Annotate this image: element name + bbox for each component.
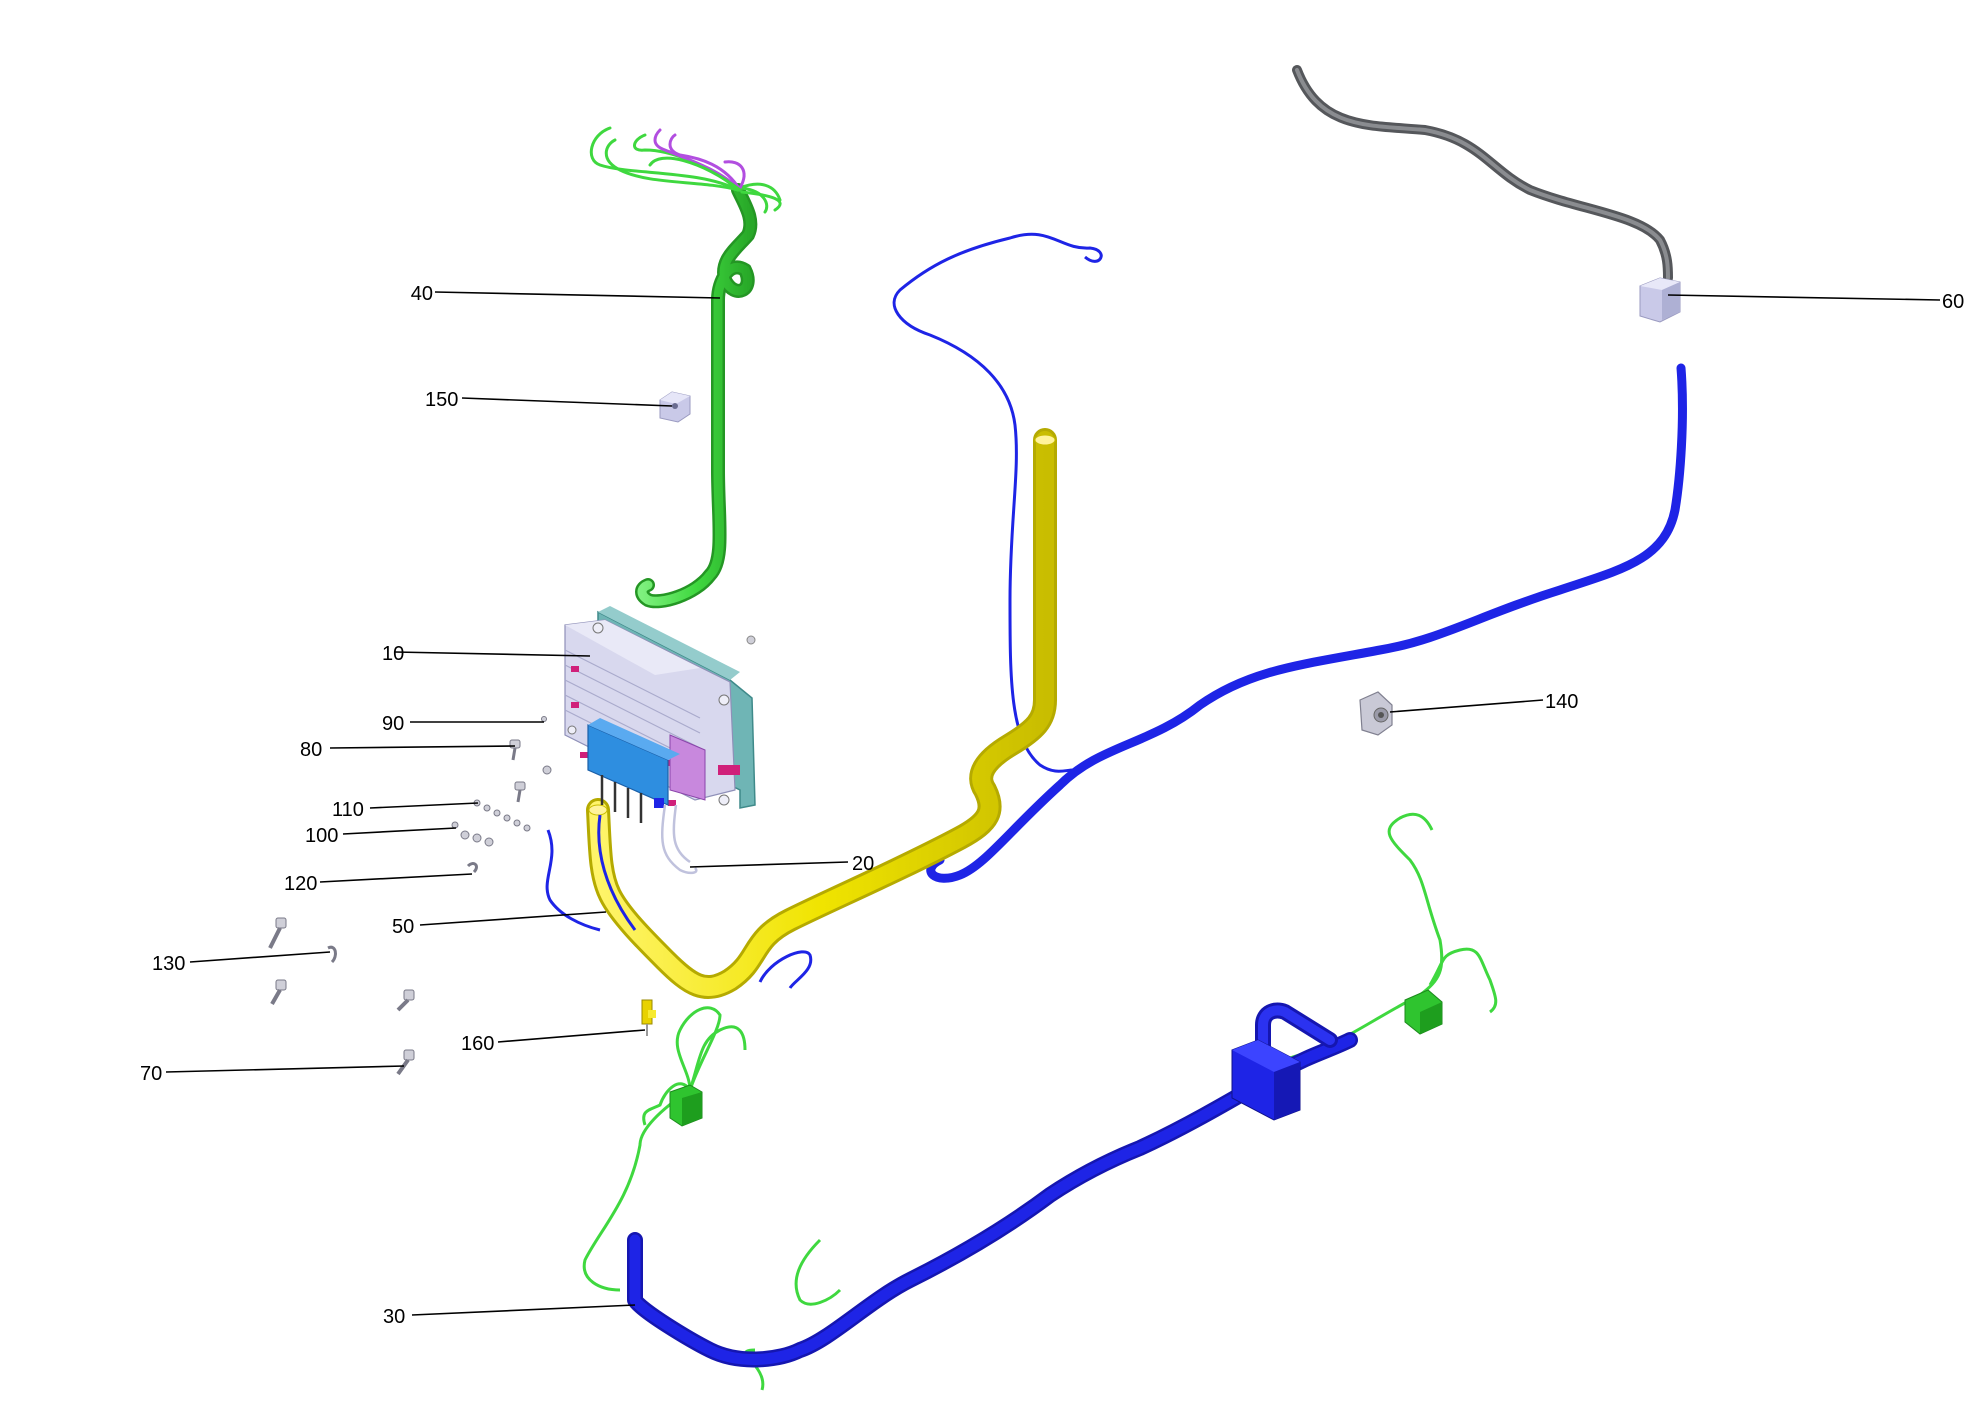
bolt-130-bottom (270, 979, 287, 1005)
callout-90: 90 (382, 713, 404, 735)
callout-20: 20 (852, 853, 874, 875)
callout-100: 100 (305, 825, 338, 847)
bolt-130-top (268, 917, 287, 949)
clip-120 (466, 862, 478, 874)
callout-60: 60 (1942, 291, 1964, 313)
sensor-160 (641, 999, 656, 1036)
nuts-100 (451, 821, 494, 847)
callout-30: 30 (383, 1306, 405, 1328)
control-module-10 (564, 606, 756, 823)
callout-40: 40 (411, 283, 433, 305)
blue-harness-right (926, 363, 1687, 883)
callout-10: 10 (382, 643, 404, 665)
blue-harness-30 (627, 989, 1443, 1368)
callout-50: 50 (392, 916, 414, 938)
connector-150 (659, 391, 691, 423)
fasteners (268, 716, 552, 1076)
callout-140: 140 (1545, 691, 1578, 713)
green-harness-40 (589, 126, 782, 609)
screw-80 (509, 739, 521, 761)
callout-110: 110 (332, 799, 364, 821)
connector-60 (1639, 277, 1681, 323)
gray-cable-assembly (1292, 65, 1681, 323)
callout-150: 150 (425, 389, 458, 411)
leader-lines (165, 291, 1941, 1316)
callout-70: 70 (140, 1063, 162, 1085)
callout-120: 120 (284, 873, 317, 895)
callout-130: 130 (152, 953, 185, 975)
green-connector-right (1404, 989, 1443, 1035)
wire-20 (660, 804, 698, 875)
clip-130 (327, 945, 337, 964)
bolt-70 (396, 1049, 415, 1076)
callout-labels: 10 20 30 40 50 60 70 80 90 100 110 120 1… (140, 283, 1964, 1328)
callout-160: 160 (461, 1033, 494, 1055)
green-connector-left (669, 1084, 703, 1127)
clip-140 (1359, 691, 1393, 736)
screw-80b (514, 781, 526, 803)
blue-thin-wire-upper (892, 232, 1103, 773)
yellow-harness-50 (545, 428, 1057, 999)
bolt-130-right (396, 989, 415, 1012)
callout-80: 80 (300, 739, 322, 761)
washers-110 (473, 799, 531, 832)
green-thin-wires (582, 812, 1498, 1391)
